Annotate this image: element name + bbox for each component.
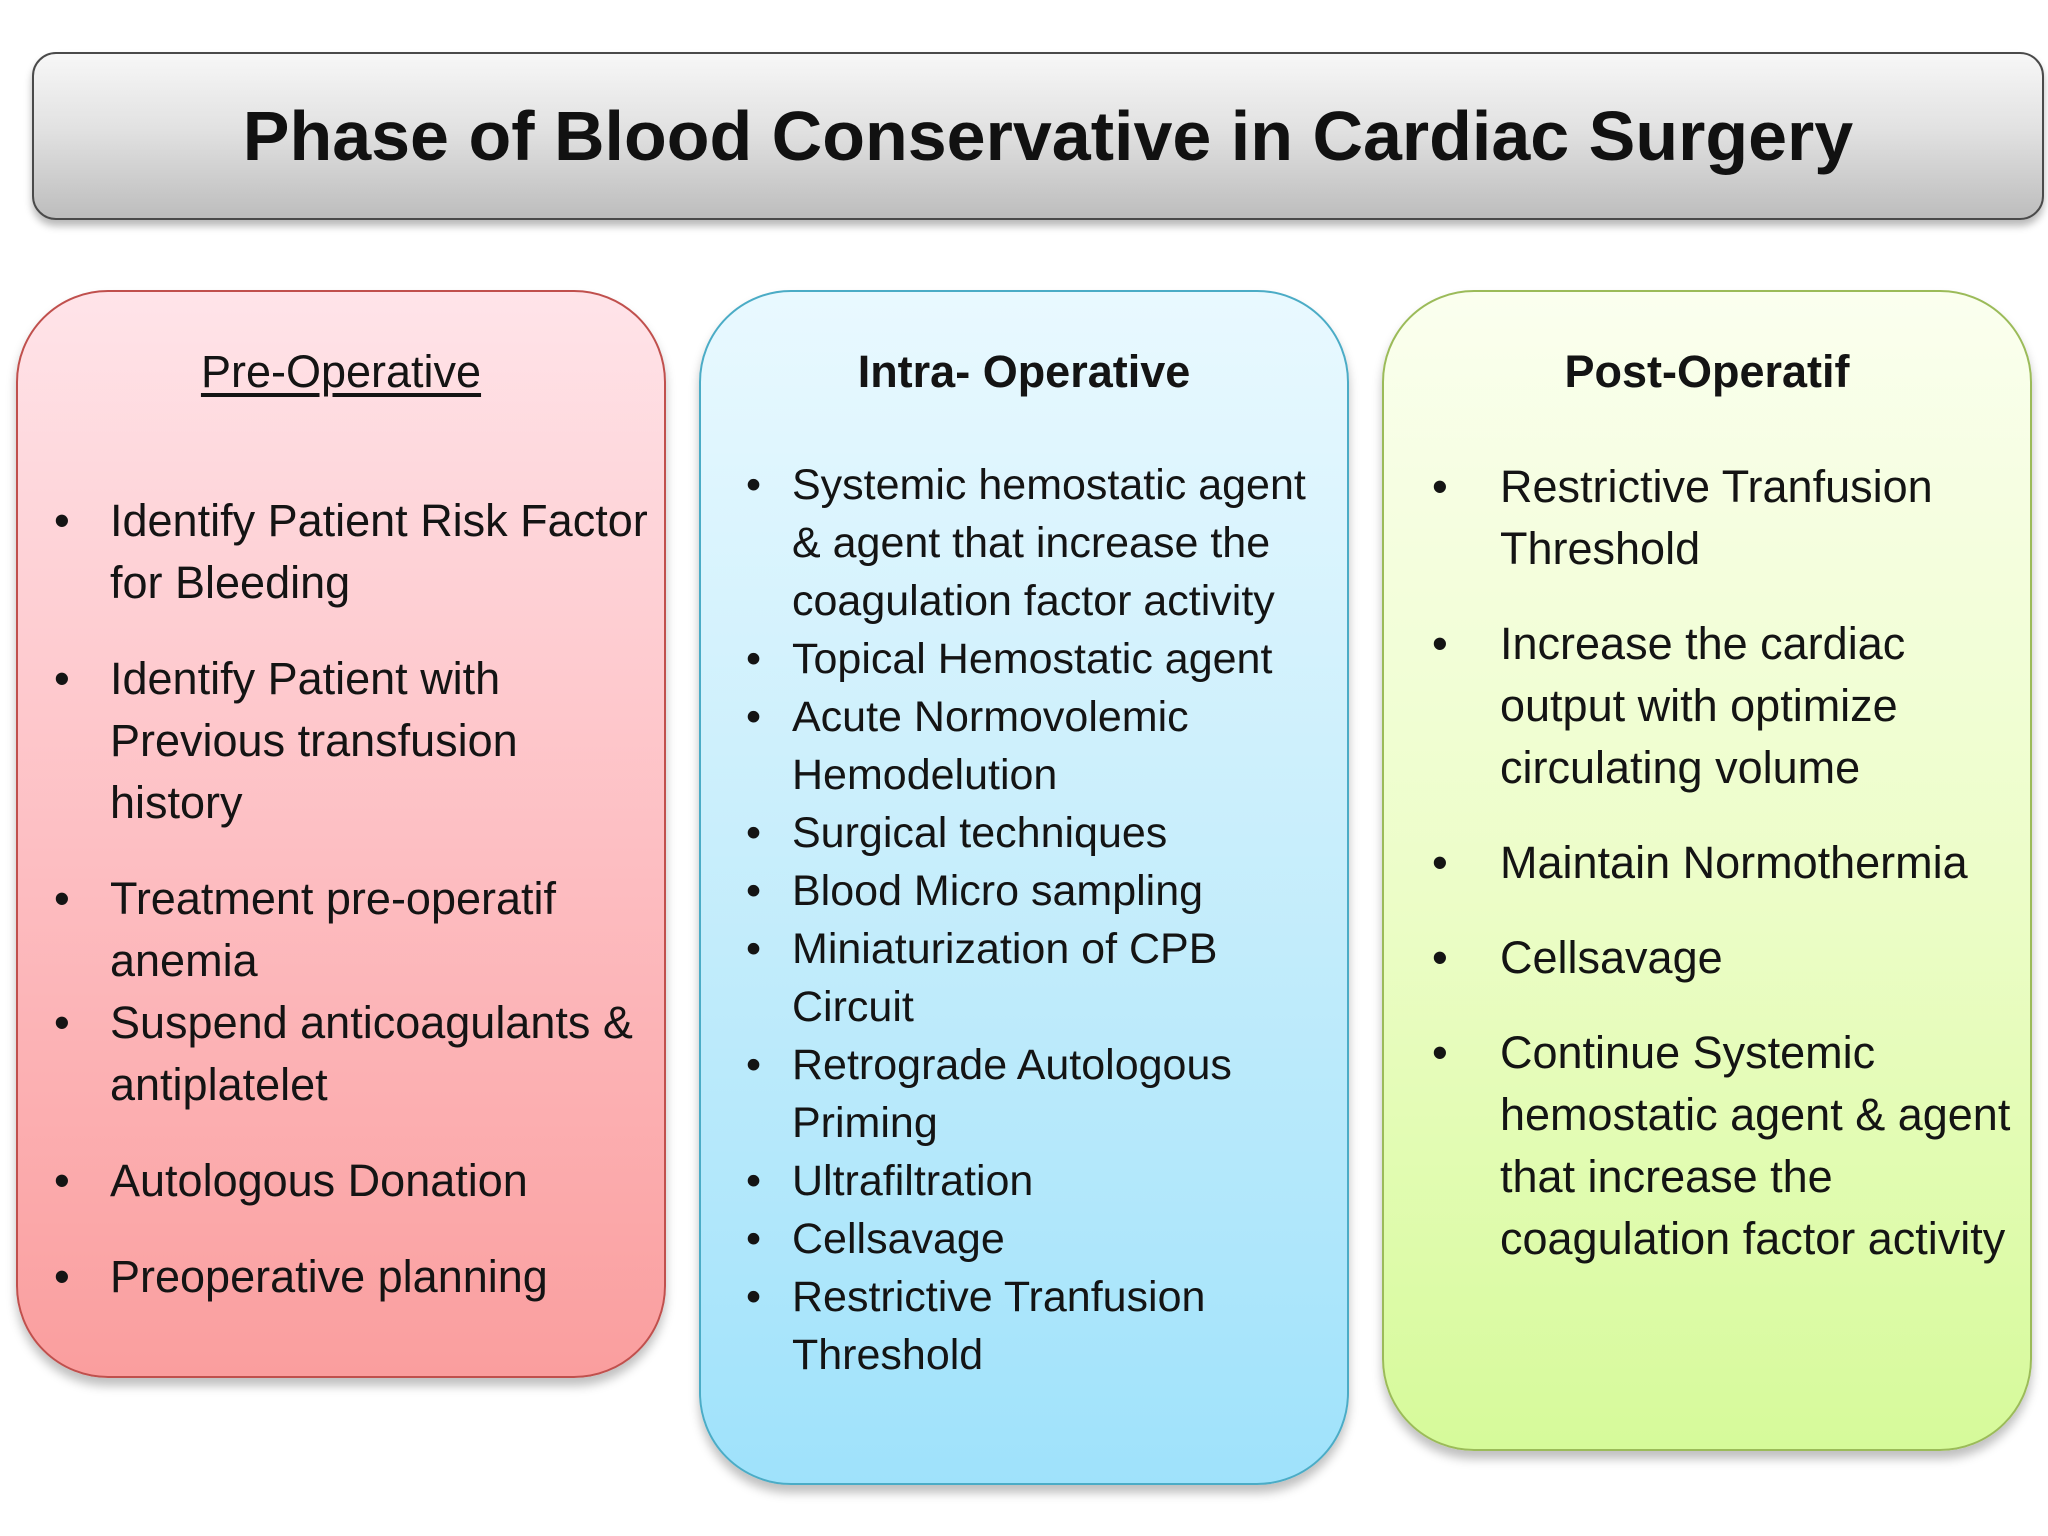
post-operative-heading: Post-Operatif <box>1384 344 2030 400</box>
post-operative-heading-text: Post-Operatif <box>1564 346 1850 397</box>
list-item-text: Acute Normovolemic Hemodelution <box>792 693 1189 799</box>
list-item-text: Topical Hemostatic agent <box>792 635 1273 683</box>
post-operative-list: • Restrictive Tranfusion Threshold • Inc… <box>1432 456 2032 1303</box>
list-item-text: Blood Micro sampling <box>792 867 1204 915</box>
bullet-icon: • <box>746 1041 762 1089</box>
list-item-text: Systemic hemostatic agent & agent that i… <box>792 461 1306 625</box>
list-item-text: Treatment pre-operatif anemia <box>110 873 557 986</box>
list-item-text: Increase the cardiac output with optimiz… <box>1500 618 1906 793</box>
list-item-text: Identify Patient Risk Factor for Bleedin… <box>110 495 648 608</box>
list-item-text: Miniaturization of CPB Circuit <box>792 925 1218 1031</box>
list-item-text: Suspend anticoagulants & antiplatelet <box>110 997 633 1110</box>
bullet-icon: • <box>1432 461 1448 512</box>
bullet-icon: • <box>746 809 762 857</box>
intra-operative-heading: Intra- Operative <box>701 344 1347 400</box>
list-item-text: Surgical techniques <box>792 809 1168 857</box>
list-item-text: Preoperative planning <box>110 1251 548 1302</box>
list-item: • Autologous Donation <box>54 1150 654 1212</box>
bullet-icon: • <box>54 495 70 546</box>
bullet-icon: • <box>54 1251 70 1302</box>
title-banner: Phase of Blood Conservative in Cardiac S… <box>32 52 2044 220</box>
bullet-icon: • <box>1432 932 1448 983</box>
bullet-icon: • <box>746 867 762 915</box>
bullet-icon: • <box>746 1273 762 1321</box>
bullet-icon: • <box>1432 1027 1448 1078</box>
list-item-text: Retrograde Autologous Priming <box>792 1041 1232 1147</box>
bullet-icon: • <box>746 635 762 683</box>
list-item: • Maintain Normothermia <box>1432 832 2032 894</box>
list-item: • Continue Systemic hemostatic agent & a… <box>1432 1022 2032 1270</box>
list-item-text: Maintain Normothermia <box>1500 837 1968 888</box>
list-item: • Topical Hemostatic agent <box>746 630 1346 688</box>
list-item: • Restrictive Tranfusion Threshold <box>1432 456 2032 580</box>
list-item-text: Restrictive Tranfusion Threshold <box>792 1273 1206 1379</box>
list-item: • Identify Patient Risk Factor for Bleed… <box>54 490 654 614</box>
list-item: • Blood Micro sampling <box>746 862 1346 920</box>
list-item: • Cellsavage <box>746 1210 1346 1268</box>
list-item-text: Ultrafiltration <box>792 1157 1034 1205</box>
post-operative-card: Post-Operatif <box>1382 290 2032 1451</box>
list-item: • Acute Normovolemic Hemodelution <box>746 688 1346 804</box>
bullet-icon: • <box>746 461 762 509</box>
list-item: • Systemic hemostatic agent & agent that… <box>746 456 1346 630</box>
bullet-icon: • <box>54 997 70 1048</box>
list-item-text: Cellsavage <box>1500 932 1723 983</box>
bullet-icon: • <box>746 1215 762 1263</box>
list-item-text: Identify Patient with Previous transfusi… <box>110 653 518 828</box>
intra-operative-list: • Systemic hemostatic agent & agent that… <box>746 456 1346 1384</box>
list-item-text: Cellsavage <box>792 1215 1005 1263</box>
pre-operative-card: Pre-Operative <box>16 290 666 1378</box>
intra-operative-card: Intra- Operative <box>699 290 1349 1485</box>
list-item: • Restrictive Tranfusion Threshold <box>746 1268 1346 1384</box>
list-item: • Treatment pre-operatif anemia <box>54 868 654 992</box>
list-item: • Ultrafiltration <box>746 1152 1346 1210</box>
pre-operative-list: • Identify Patient Risk Factor for Bleed… <box>54 490 654 1342</box>
bullet-icon: • <box>746 925 762 973</box>
list-item: • Miniaturization of CPB Circuit <box>746 920 1346 1036</box>
pre-operative-heading: Pre-Operative <box>18 344 664 400</box>
bullet-icon: • <box>54 1155 70 1206</box>
list-item: • Suspend anticoagulants & antiplatelet <box>54 992 654 1116</box>
bullet-icon: • <box>746 1157 762 1205</box>
list-item: • Increase the cardiac output with optim… <box>1432 613 2032 799</box>
bullet-icon: • <box>746 693 762 741</box>
pre-operative-heading-text: Pre-Operative <box>200 346 482 397</box>
bullet-icon: • <box>1432 837 1448 888</box>
list-item-text: Autologous Donation <box>110 1155 528 1206</box>
list-item: • Cellsavage <box>1432 927 2032 989</box>
list-item-text: Continue Systemic hemostatic agent & age… <box>1500 1027 2011 1264</box>
bullet-icon: • <box>54 653 70 704</box>
intra-operative-heading-text: Intra- Operative <box>857 346 1191 397</box>
list-item: • Preoperative planning <box>54 1246 654 1308</box>
list-item: • Surgical techniques <box>746 804 1346 862</box>
page-title: Phase of Blood Conservative in Cardiac S… <box>242 97 1854 175</box>
bullet-icon: • <box>1432 618 1448 669</box>
list-item: • Identify Patient with Previous transfu… <box>54 648 654 834</box>
bullet-icon: • <box>54 873 70 924</box>
list-item-text: Restrictive Tranfusion Threshold <box>1500 461 1933 574</box>
list-item: • Retrograde Autologous Priming <box>746 1036 1346 1152</box>
